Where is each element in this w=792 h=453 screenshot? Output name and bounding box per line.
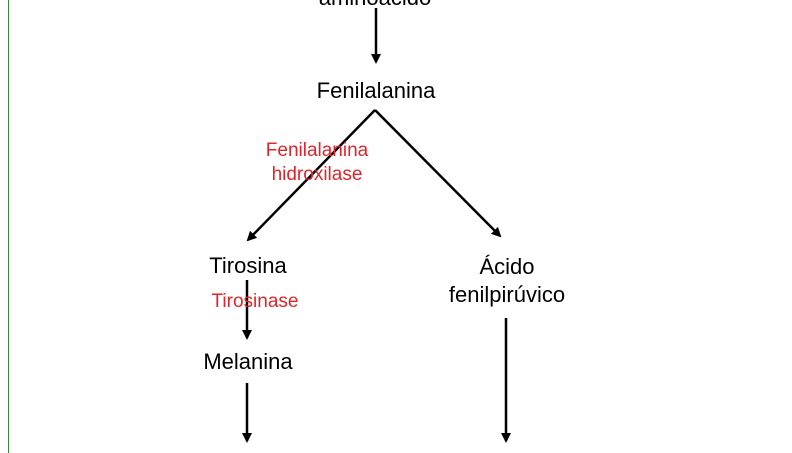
node-aminoacido: aminoácido bbox=[300, 0, 450, 12]
node-melanina: Melanina bbox=[203, 349, 293, 374]
enzyme-hidroxilase-line1: Fenilalanina bbox=[265, 140, 369, 161]
enzyme-hidroxilase-line2: hidroxilase bbox=[271, 164, 363, 185]
enzyme-fenilalanina-hidroxilase: Fenilalanina hidroxilase bbox=[242, 139, 392, 187]
enzyme-tirosinase: Tirosinase bbox=[211, 291, 299, 312]
node-acido-fenilpiruvico: Ácido fenilpirúvico bbox=[426, 253, 588, 309]
node-tirosina: Tirosina bbox=[209, 253, 287, 278]
arrow-fenilalanina-to-acido bbox=[374, 109, 502, 238]
left-border-line bbox=[8, 0, 9, 453]
arrow-fenilalanina-to-tirosina bbox=[246, 109, 376, 242]
node-acido-line1: Ácido bbox=[479, 254, 535, 279]
node-acido-line2: fenilpirúvico bbox=[448, 282, 566, 307]
node-fenilalanina: Fenilalanina bbox=[316, 78, 436, 103]
